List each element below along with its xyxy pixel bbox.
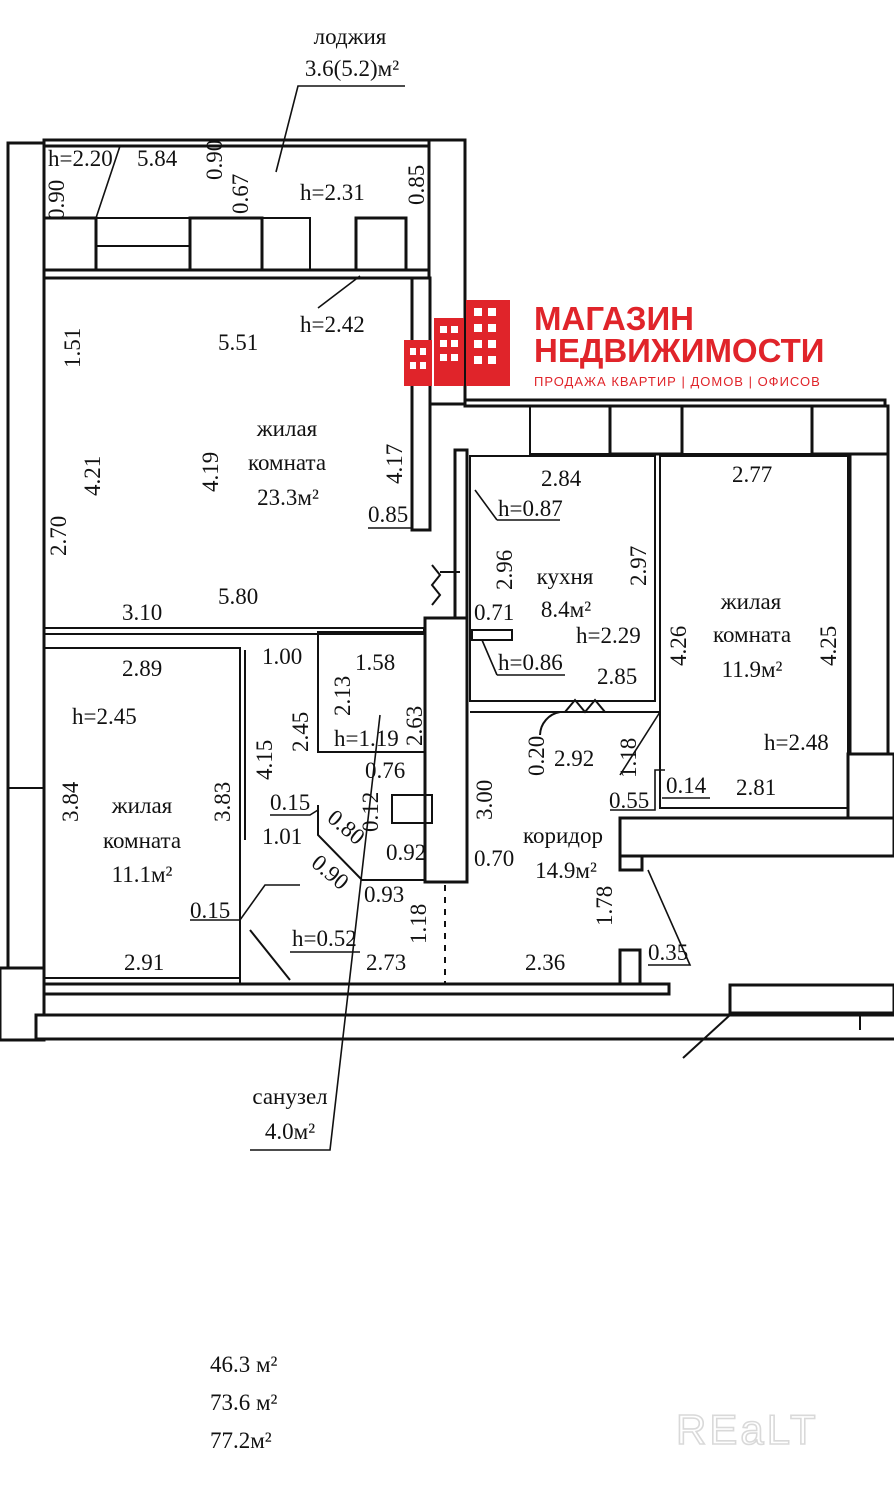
corridor-name: коридор [523, 823, 603, 848]
dim-label: 0.93 [364, 882, 404, 907]
dim-label: h=2.29 [576, 623, 641, 648]
dim-label: 2.77 [732, 462, 772, 487]
dim-label: 2.63 [402, 706, 427, 746]
dim-label: 3.10 [122, 600, 162, 625]
dim-label: 0.76 [365, 758, 405, 783]
living-right-name2: комната [713, 622, 791, 647]
living-left-area: 11.1м² [112, 862, 173, 887]
bathroom-area: 4.0м² [265, 1119, 315, 1144]
living-big-name2: комната [248, 450, 326, 475]
living-big-area: 23.3м² [257, 485, 319, 510]
dim-label: 1.01 [262, 824, 302, 849]
living-right-area: 11.9м² [722, 657, 783, 682]
dim-label: 5.84 [137, 146, 178, 171]
loggia-area: 3.6(5.2)м² [305, 56, 399, 81]
dim-label: h=2.45 [72, 704, 137, 729]
total-area: 73.6 м² [210, 1390, 278, 1415]
watermark-logo: REaLT [676, 1406, 819, 1453]
dim-label: 2.85 [597, 664, 637, 689]
logo-line1: МАГАЗИН [534, 300, 694, 337]
area-totals: 46.3 м² 73.6 м² 77.2м² [210, 1352, 278, 1453]
dim-label: 2.84 [541, 466, 582, 491]
living-right-name1: жилая [720, 589, 782, 614]
loggia-name: лоджия [314, 24, 387, 49]
dim-label: 2.36 [525, 950, 565, 975]
dim-label: 2.91 [124, 950, 164, 975]
total-area-with-loggia: 77.2м² [210, 1428, 272, 1453]
dim-label: h=0.86 [498, 650, 563, 675]
dim-label: 3.83 [210, 782, 235, 822]
agency-logo: МАГАЗИН НЕДВИЖИМОСТИ ПРОДАЖА КВАРТИР | Д… [404, 300, 825, 389]
logo-tagline: ПРОДАЖА КВАРТИР | ДОМОВ | ОФИСОВ [534, 374, 821, 389]
dim-label: 4.15 [252, 740, 277, 780]
dim-label: 5.51 [218, 330, 258, 355]
dim-label: 2.45 [288, 712, 313, 752]
dim-label: 0.85 [404, 165, 429, 205]
dim-label: 2.89 [122, 656, 162, 681]
dim-label: 2.92 [554, 746, 594, 771]
dim-label: 4.26 [666, 626, 691, 666]
dim-label: 4.17 [382, 444, 407, 484]
living-left-name2: комната [103, 828, 181, 853]
dim-label: 0.15 [190, 898, 230, 923]
dim-label: 1.18 [406, 904, 431, 944]
dim-label: 0.12 [358, 792, 383, 832]
dim-label: h=2.48 [764, 730, 829, 755]
dim-label: 1.18 [616, 738, 641, 778]
dim-label: h=2.31 [300, 180, 365, 205]
dim-label: 0.90 [202, 140, 227, 180]
dim-label: 0.14 [666, 773, 707, 798]
dim-label: 3.84 [58, 781, 83, 822]
dim-label: 2.81 [736, 775, 776, 800]
dim-label: 4.25 [816, 626, 841, 666]
dim-label: 1.78 [592, 886, 617, 926]
dim-label: 0.92 [386, 840, 426, 865]
dim-label: 2.70 [46, 516, 71, 556]
dim-label: 0.35 [648, 940, 688, 965]
dim-label: 0.20 [524, 736, 549, 776]
dim-label: 3.00 [472, 780, 497, 820]
dim-label: 0.15 [270, 790, 310, 815]
dim-label: 1.00 [262, 644, 302, 669]
dim-label: 5.80 [218, 584, 258, 609]
dim-label: 0.90 [307, 850, 354, 895]
dim-label: 0.55 [609, 788, 649, 813]
total-living-area: 46.3 м² [210, 1352, 278, 1377]
bathroom-name: санузел [252, 1084, 327, 1109]
dim-label: h=2.42 [300, 312, 365, 337]
dim-label: 1.58 [355, 650, 395, 675]
dim-label: 4.21 [80, 456, 105, 496]
dimension-labels: h=2.20 5.84 0.90 0.67 h=2.31 0.85 0.90 1… [44, 140, 841, 975]
dim-label: 1.51 [60, 328, 85, 368]
living-left-name1: жилая [111, 793, 173, 818]
dim-label: 0.70 [474, 846, 514, 871]
dim-label: h=1.19 [334, 726, 399, 751]
dim-label: 0.90 [44, 180, 69, 220]
room-labels: лоджия 3.6(5.2)м² жилая комната 23.3м² к… [103, 24, 791, 1144]
leader-lines [95, 85, 710, 1151]
kitchen-name: кухня [537, 564, 594, 589]
dim-label: 2.96 [492, 550, 517, 590]
dim-label: 2.97 [626, 546, 651, 586]
dim-label: h=0.52 [292, 926, 357, 951]
kitchen-area: 8.4м² [541, 597, 591, 622]
dim-label: h=0.87 [498, 496, 563, 521]
living-big-name1: жилая [256, 416, 318, 441]
corridor-area: 14.9м² [535, 858, 597, 883]
dim-label: 2.13 [330, 676, 355, 716]
dim-label: 0.85 [368, 502, 408, 527]
dim-label: 4.19 [198, 452, 223, 492]
dim-label: h=2.20 [48, 146, 113, 171]
logo-line2: НЕДВИЖИМОСТИ [534, 332, 825, 369]
dim-label: 0.67 [228, 174, 253, 214]
dim-label: 0.71 [474, 600, 514, 625]
building-icon [404, 300, 510, 386]
dim-label: 2.73 [366, 950, 406, 975]
